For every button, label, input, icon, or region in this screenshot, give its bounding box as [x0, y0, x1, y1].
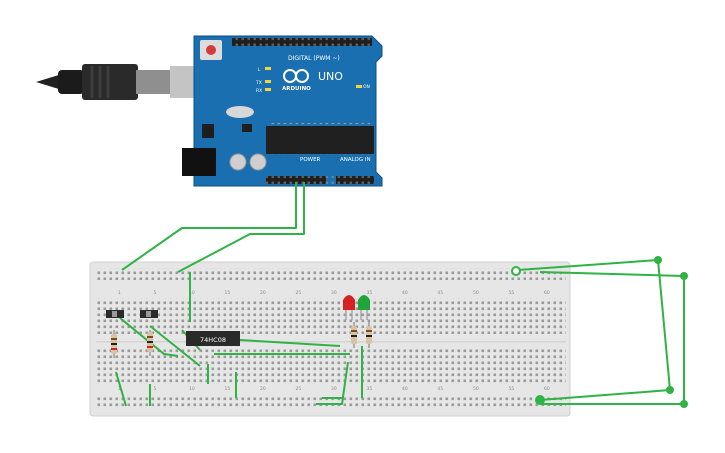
column-number: 20 — [260, 386, 266, 392]
wire-rail-right-a[interactable] — [517, 259, 671, 401]
column-number: 45 — [438, 386, 444, 392]
wire-endpoint[interactable] — [654, 256, 662, 264]
capacitor-icon — [249, 153, 267, 171]
arduino-uno-board[interactable]: DIGITAL (PWM ~) L TX RX ARDUINO UNO ON P… — [182, 35, 383, 187]
l-label: L — [258, 67, 261, 73]
wire-endpoint[interactable] — [511, 266, 521, 276]
column-number: 5 — [154, 290, 157, 296]
column-number: 1 — [118, 290, 121, 296]
wire-gnd-left-a[interactable] — [115, 371, 127, 407]
column-number: 1 — [118, 386, 121, 392]
wires[interactable] — [115, 182, 685, 407]
slide-switch-2[interactable] — [140, 310, 158, 318]
wire-endpoint[interactable] — [666, 386, 674, 394]
wire-5v[interactable] — [121, 182, 297, 271]
power-jack-icon[interactable] — [182, 148, 216, 176]
ic-chip[interactable]: 74HC08 — [186, 329, 240, 348]
resistor-2[interactable] — [147, 330, 153, 356]
resistor-3[interactable] — [351, 322, 357, 348]
column-number: 35 — [367, 386, 373, 392]
column-number: 25 — [296, 290, 302, 296]
chip-label: 74HC08 — [200, 336, 226, 344]
capacitor-icon — [229, 153, 247, 171]
bottom-power-rail[interactable] — [96, 396, 566, 408]
led-red[interactable] — [343, 295, 355, 320]
column-number: 35 — [367, 290, 373, 296]
rx-label: RX — [256, 88, 262, 94]
arduino-logo-icon — [283, 69, 309, 83]
on-label: ON — [363, 84, 370, 90]
wire-endpoint[interactable] — [680, 400, 688, 408]
column-number: 40 — [402, 386, 408, 392]
model-label: UNO — [318, 70, 343, 83]
tx-label: TX — [255, 80, 262, 86]
atmega-chip-icon — [266, 126, 374, 154]
column-number: 50 — [473, 386, 479, 392]
power-label: POWER — [300, 157, 321, 163]
wire-led-gnd-a[interactable] — [316, 361, 349, 405]
column-number: 50 — [473, 290, 479, 296]
column-number: 15 — [225, 290, 231, 296]
column-number: 30 — [331, 290, 337, 296]
wire-endpoint[interactable] — [680, 272, 688, 280]
top-terminal-strip[interactable] — [96, 298, 566, 334]
column-number: 55 — [509, 290, 515, 296]
led-green[interactable] — [358, 295, 370, 320]
crystal-icon — [226, 106, 254, 118]
brand-label: ARDUINO — [282, 86, 311, 92]
column-number: 15 — [225, 386, 231, 392]
column-number: 25 — [296, 386, 302, 392]
slide-switch-1[interactable] — [106, 310, 124, 318]
wire-led-feed[interactable] — [239, 339, 341, 347]
wire-endpoint[interactable] — [535, 395, 545, 405]
resistor-4[interactable] — [366, 322, 372, 348]
column-number: 55 — [509, 386, 515, 392]
wire-switch-b[interactable] — [149, 325, 201, 367]
top-power-rail[interactable] — [96, 268, 566, 280]
analog-label: ANALOG IN — [340, 157, 371, 163]
wire-switch-a[interactable] — [119, 317, 179, 357]
column-number: 10 — [189, 386, 195, 392]
column-number: 10 — [189, 290, 195, 296]
usb-cable-icon[interactable] — [36, 64, 198, 100]
wire-rail-right-b[interactable] — [539, 271, 685, 405]
column-number: 45 — [438, 290, 444, 296]
column-number: 30 — [331, 386, 337, 392]
wire-gnd[interactable] — [177, 182, 305, 273]
digital-label: DIGITAL (PWM ~) — [288, 55, 340, 62]
resistor-1[interactable] — [111, 330, 117, 358]
column-number: 60 — [544, 386, 550, 392]
column-number: 60 — [544, 290, 550, 296]
column-number: 20 — [260, 290, 266, 296]
column-number: 5 — [154, 386, 157, 392]
column-number: 40 — [402, 290, 408, 296]
